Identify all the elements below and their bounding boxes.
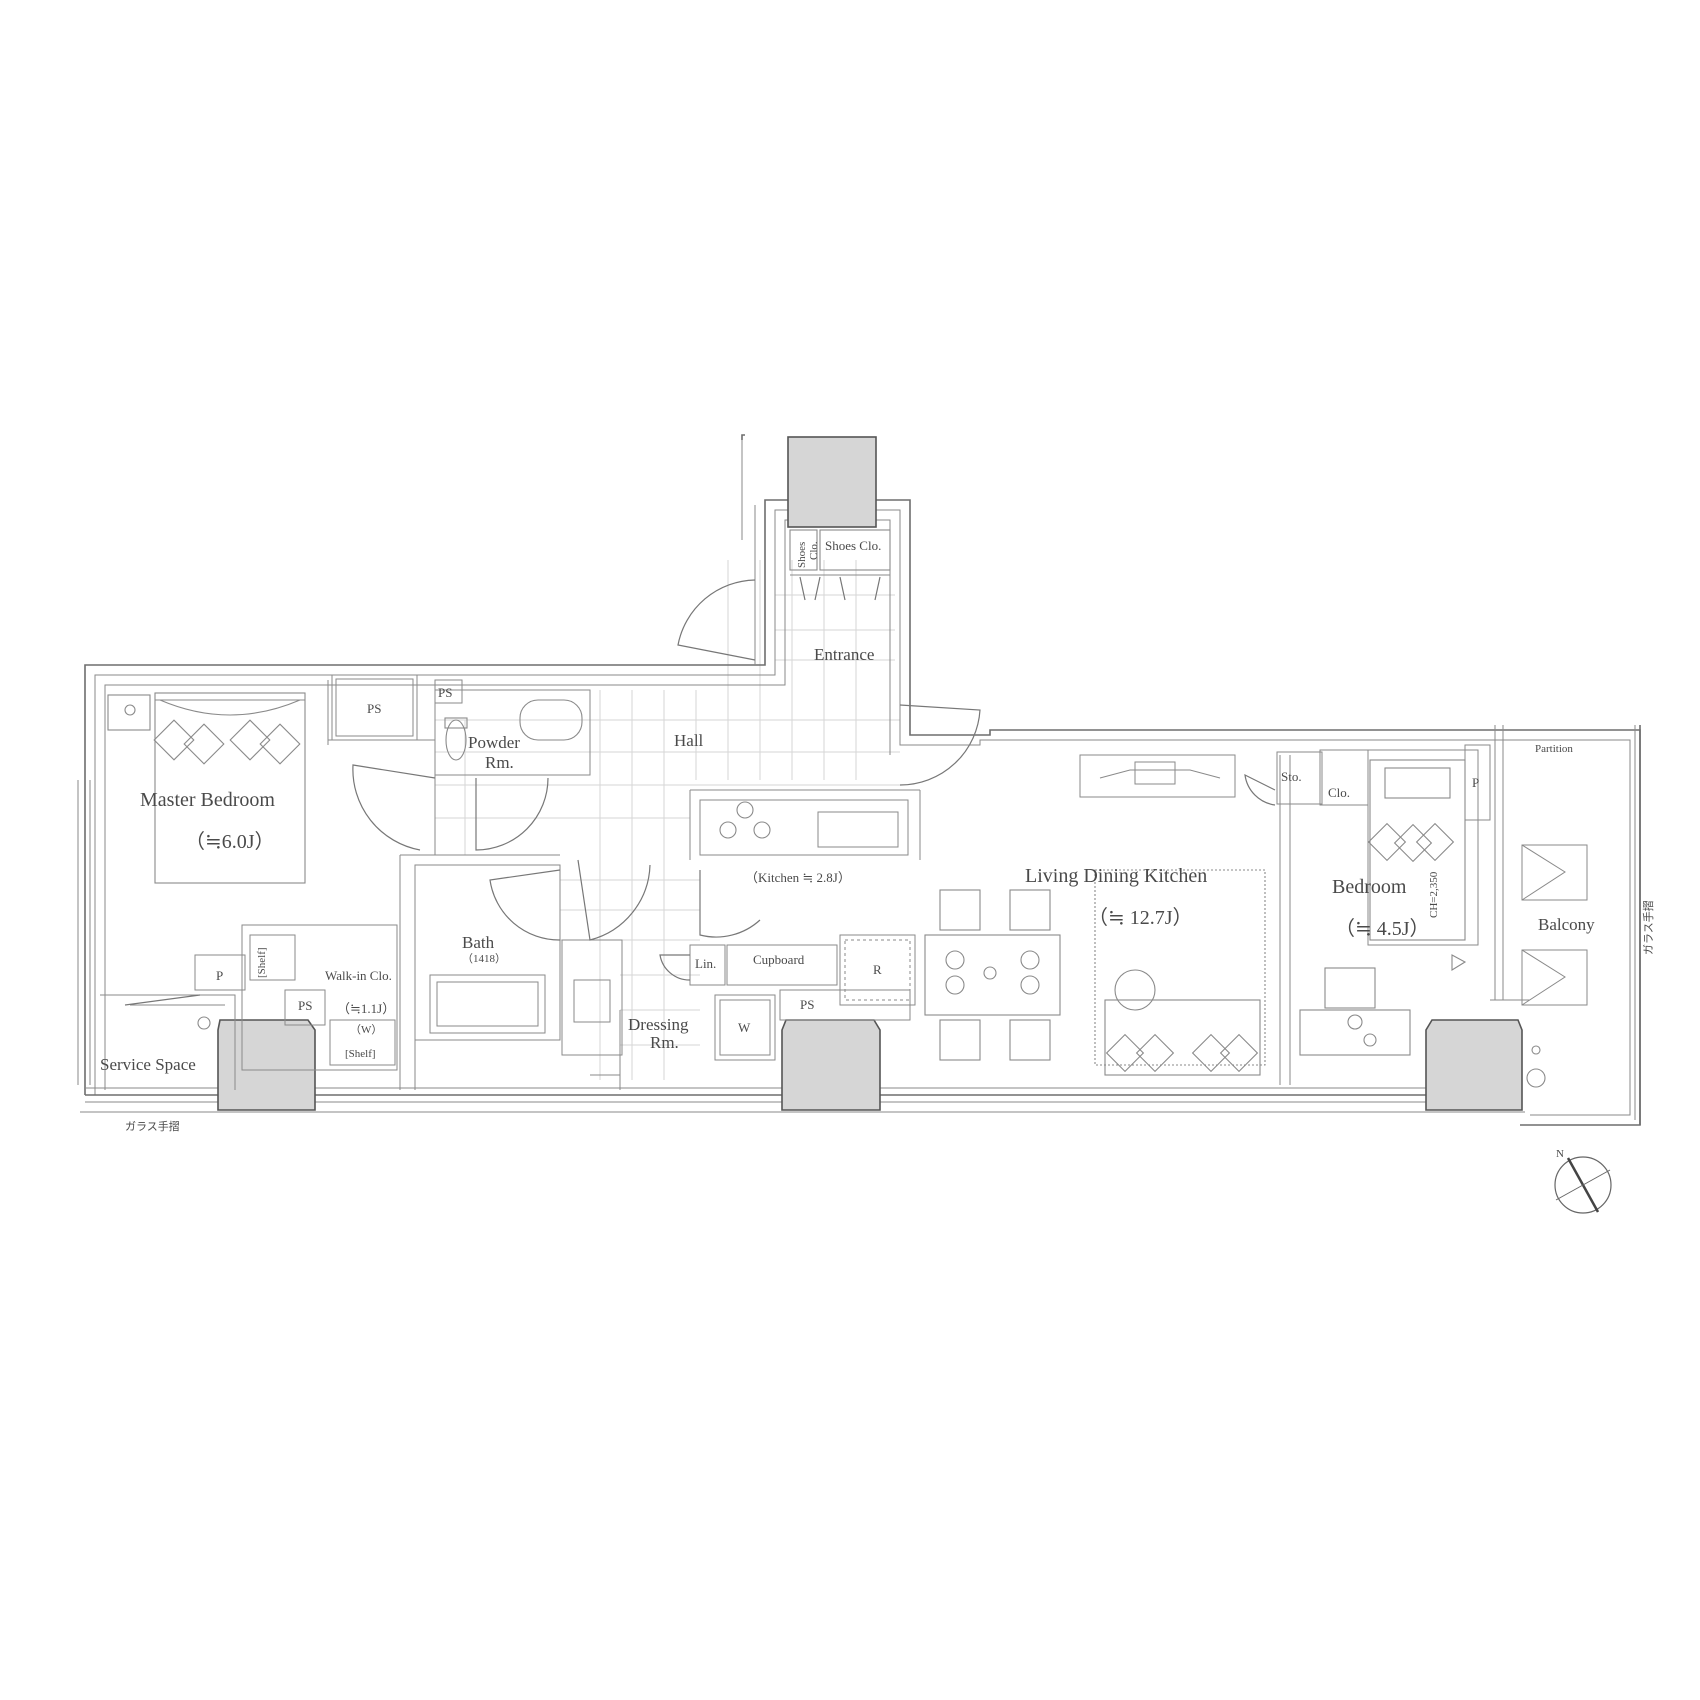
- hall-label: Hall: [674, 731, 704, 750]
- dressing-room-label-2: Rm.: [650, 1033, 679, 1052]
- column-bottom-left: [217, 1019, 316, 1111]
- north-compass: [1554, 1156, 1612, 1214]
- north-label: N: [1556, 1148, 1564, 1160]
- master-bedroom-area: （≒6.0J）: [185, 830, 275, 853]
- cupboard-label: Cupboard: [753, 952, 805, 967]
- toilet: [445, 719, 467, 761]
- balcony-label: Balcony: [1538, 915, 1595, 934]
- master-bed-pillows: [153, 719, 301, 765]
- linen-door: [659, 954, 691, 981]
- ps-label-3: PS: [298, 998, 312, 1013]
- storage-door: [1244, 773, 1276, 806]
- desk: [1299, 1009, 1411, 1056]
- walkin-closet-w: （W）: [350, 1023, 382, 1036]
- master-bedroom-door: [352, 764, 436, 851]
- doors: [124, 576, 1276, 1006]
- walkin-closet-label: Walk-in Clo.: [325, 968, 392, 983]
- ldk-area: （≒ 12.7J）: [1088, 906, 1193, 929]
- bath-size: （1418）: [462, 952, 506, 965]
- sofa-cushions: [1105, 1033, 1259, 1073]
- living-rug: [1094, 869, 1266, 1066]
- closet-label: Clo.: [1328, 785, 1350, 800]
- washer-label: W: [738, 1020, 751, 1035]
- furniture: [107, 529, 1546, 1088]
- entrance-door: [677, 579, 756, 661]
- dressing-door: [577, 859, 651, 941]
- shoes-clo-small-label-2: Clo.: [808, 541, 820, 560]
- glass-handrail-bottom: ガラス手摺: [125, 1119, 180, 1133]
- storage-label: Sto.: [1281, 769, 1302, 784]
- kitchen-door: [699, 870, 761, 938]
- p-label-2: P: [1472, 775, 1479, 790]
- master-bed: [154, 692, 306, 884]
- partition-label: Partition: [1535, 743, 1573, 755]
- room-labels: Master Bedroom （≒6.0J） Powder Rm. Hall E…: [100, 538, 1655, 1160]
- service-space-label: Service Space: [100, 1055, 196, 1074]
- bedroom-label: Bedroom: [1332, 876, 1407, 898]
- bath-label: Bath: [462, 933, 495, 952]
- ps-label-1: PS: [367, 701, 381, 716]
- shelf-label-1: [Shelf]: [256, 947, 268, 978]
- linen-label: Lin.: [695, 956, 716, 971]
- column-bottom-right: [1425, 1019, 1523, 1111]
- glass-handrail-right: ガラス手摺: [1641, 900, 1655, 955]
- shelf-label-2: [Shelf]: [345, 1048, 376, 1060]
- column-bottom-middle: [781, 1019, 881, 1111]
- powder-room-door: [475, 777, 549, 851]
- sofa: [1104, 999, 1261, 1076]
- bedroom-bed: [1369, 759, 1466, 941]
- service-space-door: [124, 994, 201, 1006]
- powder-room-label-2: Rm.: [485, 753, 514, 772]
- ps-label-4: PS: [800, 997, 814, 1012]
- interior-walls: [100, 674, 1588, 1090]
- ceiling-height-label: CH=2,350: [1428, 871, 1440, 918]
- shoes-clo-label: Shoes Clo.: [825, 538, 881, 553]
- fridge-label: R: [873, 962, 882, 977]
- master-bedroom-label: Master Bedroom: [140, 789, 275, 811]
- walkin-closet-area: （≒1.1J）: [337, 1001, 395, 1016]
- column-top: [787, 436, 877, 528]
- hall-floor-tiles: [434, 560, 900, 1080]
- dressing-room-label: Dressing: [628, 1015, 689, 1034]
- kitchen-label: （Kitchen ≒ 2.8J）: [745, 870, 851, 885]
- p-label-1: P: [216, 968, 223, 983]
- shoes-door: [799, 576, 881, 601]
- ldk-label: Living Dining Kitchen: [1025, 865, 1207, 887]
- shoes-clo-small-label: Shoes: [796, 542, 808, 568]
- stove: [719, 801, 771, 839]
- ps-label-2: PS: [438, 685, 452, 700]
- bedroom-area: （≒ 4.5J）: [1335, 917, 1430, 940]
- bath-door: [489, 869, 561, 941]
- entrance-inner-door: [899, 704, 981, 786]
- bedroom-bed-pillows: [1367, 822, 1455, 863]
- dining-table: [924, 934, 1061, 1016]
- entrance-label: Entrance: [814, 645, 874, 664]
- powder-room-label: Powder: [468, 733, 520, 752]
